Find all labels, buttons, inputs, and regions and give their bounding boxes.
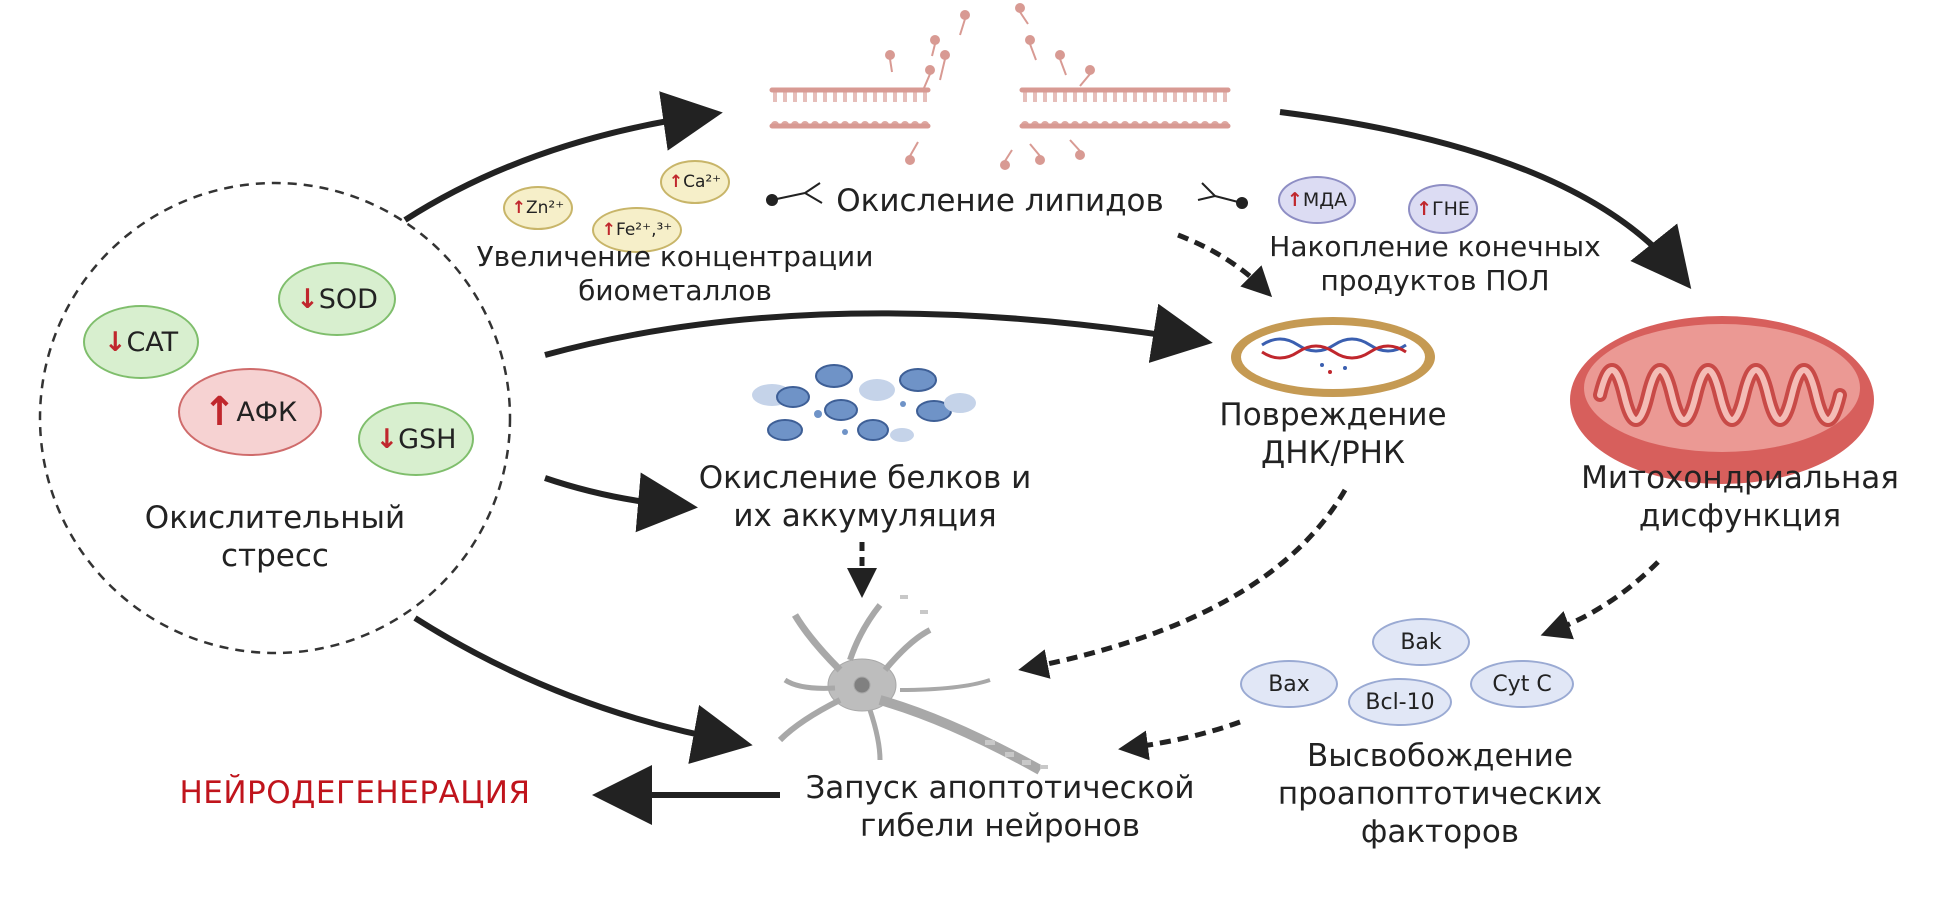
mito-label-line1: Митохондриальная	[1581, 460, 1899, 496]
arrow-factors-to-apoptosis	[1118, 719, 1241, 761]
gsh-label: GSH	[398, 423, 457, 455]
cat-label: CAT	[126, 326, 179, 358]
arrow-dna-to-apoptosis	[1018, 488, 1348, 679]
cytc-marker: Cyt C	[1470, 660, 1574, 708]
factors-label-line3: факторов	[1360, 813, 1520, 850]
cytc-label: Cyt C	[1492, 671, 1552, 697]
ca-label: Ca²⁺	[683, 172, 722, 192]
lipid-membrane-icon	[769, 3, 1231, 170]
protein-label-line1: Окисление белков и	[698, 460, 1032, 496]
oxidative-stress-circle	[38, 181, 512, 655]
ca-marker: ↑Ca²⁺	[660, 160, 730, 204]
arrow-mito-to-factors	[1540, 560, 1660, 640]
bak-label: Bak	[1400, 629, 1442, 655]
arrow-down-icon: ↓	[375, 423, 399, 455]
stress-title: Окислительный стресс	[120, 500, 430, 576]
protein-label: Окисление белков и их аккумуляция	[665, 460, 1065, 536]
arrow-down-icon: ↓	[103, 326, 127, 358]
arrow-stress-to-apoptosis	[413, 615, 753, 764]
arrow-up-icon: ↑	[511, 198, 527, 218]
arrow-up-icon: ↑	[601, 220, 616, 240]
arrow-up-icon: ↑	[202, 389, 237, 435]
neuron-icon	[777, 595, 1048, 775]
apoptosis-label-line2: гибели нейронов	[859, 807, 1141, 844]
dna-label-line2: ДНК/РНК	[1261, 434, 1405, 471]
arrow-stress-to-lipid	[403, 91, 723, 223]
lollipop-icon	[766, 182, 1248, 209]
zn-label: Zn²⁺	[526, 198, 565, 218]
dna-damage-icon	[1231, 317, 1435, 397]
mda-marker: ↑МДА	[1278, 176, 1356, 224]
metals-label: Увеличение концентрации биометаллов	[450, 240, 900, 308]
neurodegeneration-label: НЕЙРОДЕГЕНЕРАЦИЯ	[179, 775, 531, 811]
pol-label: Накопление конечных продуктов ПОЛ	[1245, 230, 1625, 298]
mito-label: Митохондриальная дисфункция	[1555, 460, 1925, 536]
mda-label: МДА	[1302, 189, 1348, 211]
arrow-stress-to-protein	[544, 472, 698, 533]
pol-label-line2: продуктов ПОЛ	[1320, 264, 1550, 298]
arrow-lipid-to-dna	[1177, 232, 1273, 298]
arrow-lipid-to-mito	[1279, 109, 1692, 290]
dna-label: Повреждение ДНК/РНК	[1183, 397, 1483, 473]
lipid-label: Окисление липидов	[836, 183, 1164, 219]
factors-label-line2: проапоптотических	[1277, 775, 1603, 812]
arrow-up-icon: ↑	[1286, 189, 1303, 211]
protein-aggregate-icon	[752, 364, 976, 442]
arrow-stress-to-dna	[544, 303, 1213, 363]
afk-marker: ↑ АФК	[178, 368, 322, 456]
sod-marker: ↓ SOD	[278, 262, 396, 336]
arrow-up-icon: ↑	[1416, 198, 1433, 220]
arrow-down-icon: ↓	[296, 283, 319, 315]
mito-label-line2: дисфункция	[1638, 497, 1842, 534]
gsh-marker: ↓ GSH	[358, 402, 474, 476]
zn-marker: ↑Zn²⁺	[503, 186, 573, 230]
mitochondrion-icon	[1570, 316, 1874, 484]
sod-label: SOD	[318, 283, 378, 315]
metals-label-line2: биометаллов	[578, 274, 772, 308]
bak-marker: Bak	[1372, 618, 1470, 666]
stress-title-line2: стресс	[221, 537, 329, 574]
fe-label: Fe²⁺,³⁺	[615, 220, 673, 240]
pol-label-line1: Накопление конечных	[1269, 230, 1601, 263]
dna-label-line1: Повреждение	[1219, 397, 1447, 433]
apoptosis-label-line1: Запуск апоптотической	[805, 770, 1195, 806]
factors-label: Высвобождение проапоптотических факторов	[1240, 738, 1640, 851]
fe-marker: ↑Fe²⁺,³⁺	[592, 207, 682, 253]
bcl10-marker: Bcl-10	[1348, 678, 1452, 726]
metals-label-line1: Увеличение концентрации	[476, 240, 874, 273]
stress-title-line1: Окислительный	[144, 500, 406, 536]
factors-label-line1: Высвобождение	[1306, 738, 1574, 774]
arrow-up-icon: ↑	[668, 172, 684, 192]
cat-marker: ↓ CAT	[83, 305, 199, 379]
bcl10-label: Bcl-10	[1365, 689, 1435, 715]
protein-label-line2: их аккумуляция	[733, 497, 997, 534]
gne-label: ГНЕ	[1432, 198, 1470, 220]
gne-marker: ↑ГНЕ	[1408, 184, 1478, 234]
bax-label: Bax	[1268, 671, 1310, 697]
bax-marker: Bax	[1240, 660, 1338, 708]
apoptosis-label: Запуск апоптотической гибели нейронов	[775, 770, 1225, 846]
afk-label: АФК	[236, 396, 298, 428]
